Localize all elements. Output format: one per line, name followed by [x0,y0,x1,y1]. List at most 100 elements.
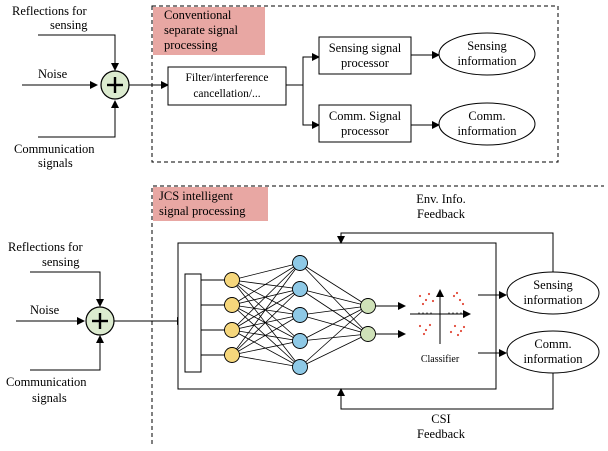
scatter-point [431,299,435,303]
nn-edge [231,262,301,306]
jcs-title-line1: JCS intelligent [159,189,233,203]
comm-processor-box [318,104,412,143]
conventional-title-line3: processing [164,38,218,52]
scatter-plot-icon [410,289,471,344]
sensing-processor-line2: processor [341,56,390,70]
bottom-sensing-info-line2: information [523,293,583,307]
conventional-title-line1: Conventional [164,8,232,22]
bottom-reflections-label-line2: sensing [42,255,80,269]
csi-feedback-line1: CSI [431,412,450,426]
filter-label-line1: Filter/interference [185,72,268,84]
nn-edge [231,279,301,342]
classifier-label: Classifier [421,354,460,365]
nn-edge [299,305,369,316]
hidden-neuron [292,333,308,349]
filter-box [167,66,287,106]
scatter-point [421,302,425,306]
nn-edge [231,329,301,368]
nn-edge [299,262,369,335]
input-neuron [224,322,240,338]
nn-edge [231,262,301,331]
nn-edge [299,262,369,307]
bottom-sensing-info-line1: Sensing [533,278,573,292]
scatter-point [461,302,465,306]
nn-edge [231,304,301,316]
nn-edge [231,288,301,356]
scatter-point [452,294,456,298]
csi-feedback-arrow [337,373,554,410]
scatter-point [453,324,457,328]
input-buffer-bar [184,273,202,373]
hidden-neuron [292,255,308,271]
jcs-title-box [153,187,268,221]
env-feedback-line1: Env. Info. [416,192,466,206]
top-comm-info-ellipse [438,102,536,146]
comm-processor-line1: Comm. Signal [329,109,402,123]
nn-edge [231,279,301,368]
plus-circle-icon [85,306,115,336]
hidden-neuron [292,307,308,323]
top-sensing-info-ellipse [438,32,536,76]
nn-edge [231,304,301,342]
csi-feedback-line2: Feedback [417,427,466,441]
top-reflections-label-line1: Reflections for [12,4,87,18]
scatter-point [462,325,466,329]
input-neuron [224,272,240,288]
nn-connections [201,262,406,368]
scatter-point [424,298,428,302]
nn-edge [231,314,301,356]
conventional-container [151,5,559,163]
nn-edge [231,262,301,281]
filter-label-line2: cancellation/... [193,88,260,100]
plus-circle-icon [100,70,130,100]
top-comm-label-line2: signals [38,156,73,170]
neural-network-box [177,242,497,390]
scatter-point [418,324,422,328]
sensing-processor-line1: Sensing signal [329,41,402,55]
output-neuron [360,298,376,314]
nn-edge [231,340,301,356]
scatter-point [428,323,432,327]
nn-edge [231,329,301,342]
input-neuron [224,347,240,363]
hidden-neuron [292,281,308,297]
nn-edge [299,305,369,368]
bottom-comm-label-line2: signals [32,391,67,405]
bottom-comm-info-line1: Comm. [534,337,571,351]
top-comm-arrow [38,100,119,138]
env-feedback-line2: Feedback [417,207,466,221]
nn-edge [231,279,301,290]
bottom-reflections-arrow [30,271,104,307]
comm-processor-line2: processor [341,124,390,138]
jcs-title-line2: signal processing [159,204,246,218]
bottom-noise-label: Noise [30,303,60,317]
top-sensing-info-line2: information [457,54,517,68]
bottom-reflections-label-line1: Reflections for [8,240,83,254]
top-sensing-info-line1: Sensing [467,39,507,53]
top-section: Conventional separate signal processing … [12,4,559,170]
scatter-point [422,332,426,336]
nn-edge [299,305,369,342]
conventional-title-box [153,7,265,55]
top-comm-info-line2: information [457,124,517,138]
top-noise-label: Noise [38,67,68,81]
jcs-container [151,185,604,444]
scatter-point [456,333,460,337]
nn-edge [299,314,369,335]
top-reflections-arrow [38,34,119,71]
scatter-point [449,330,453,334]
filter-to-sensing-proc-arrow [286,53,320,86]
conventional-title-line2: separate signal [164,23,238,37]
nn-edge [231,304,301,368]
scatter-point [418,294,422,298]
sensing-processor-box [318,36,412,75]
nn-edge [231,262,301,356]
top-comm-info-line1: Comm. [468,109,505,123]
nn-edge [231,279,301,316]
scatter-point [459,329,463,333]
input-neuron [224,297,240,313]
nn-edge [299,288,369,307]
env-feedback-arrow [337,232,554,272]
filter-to-comm-proc-arrow [302,85,320,129]
